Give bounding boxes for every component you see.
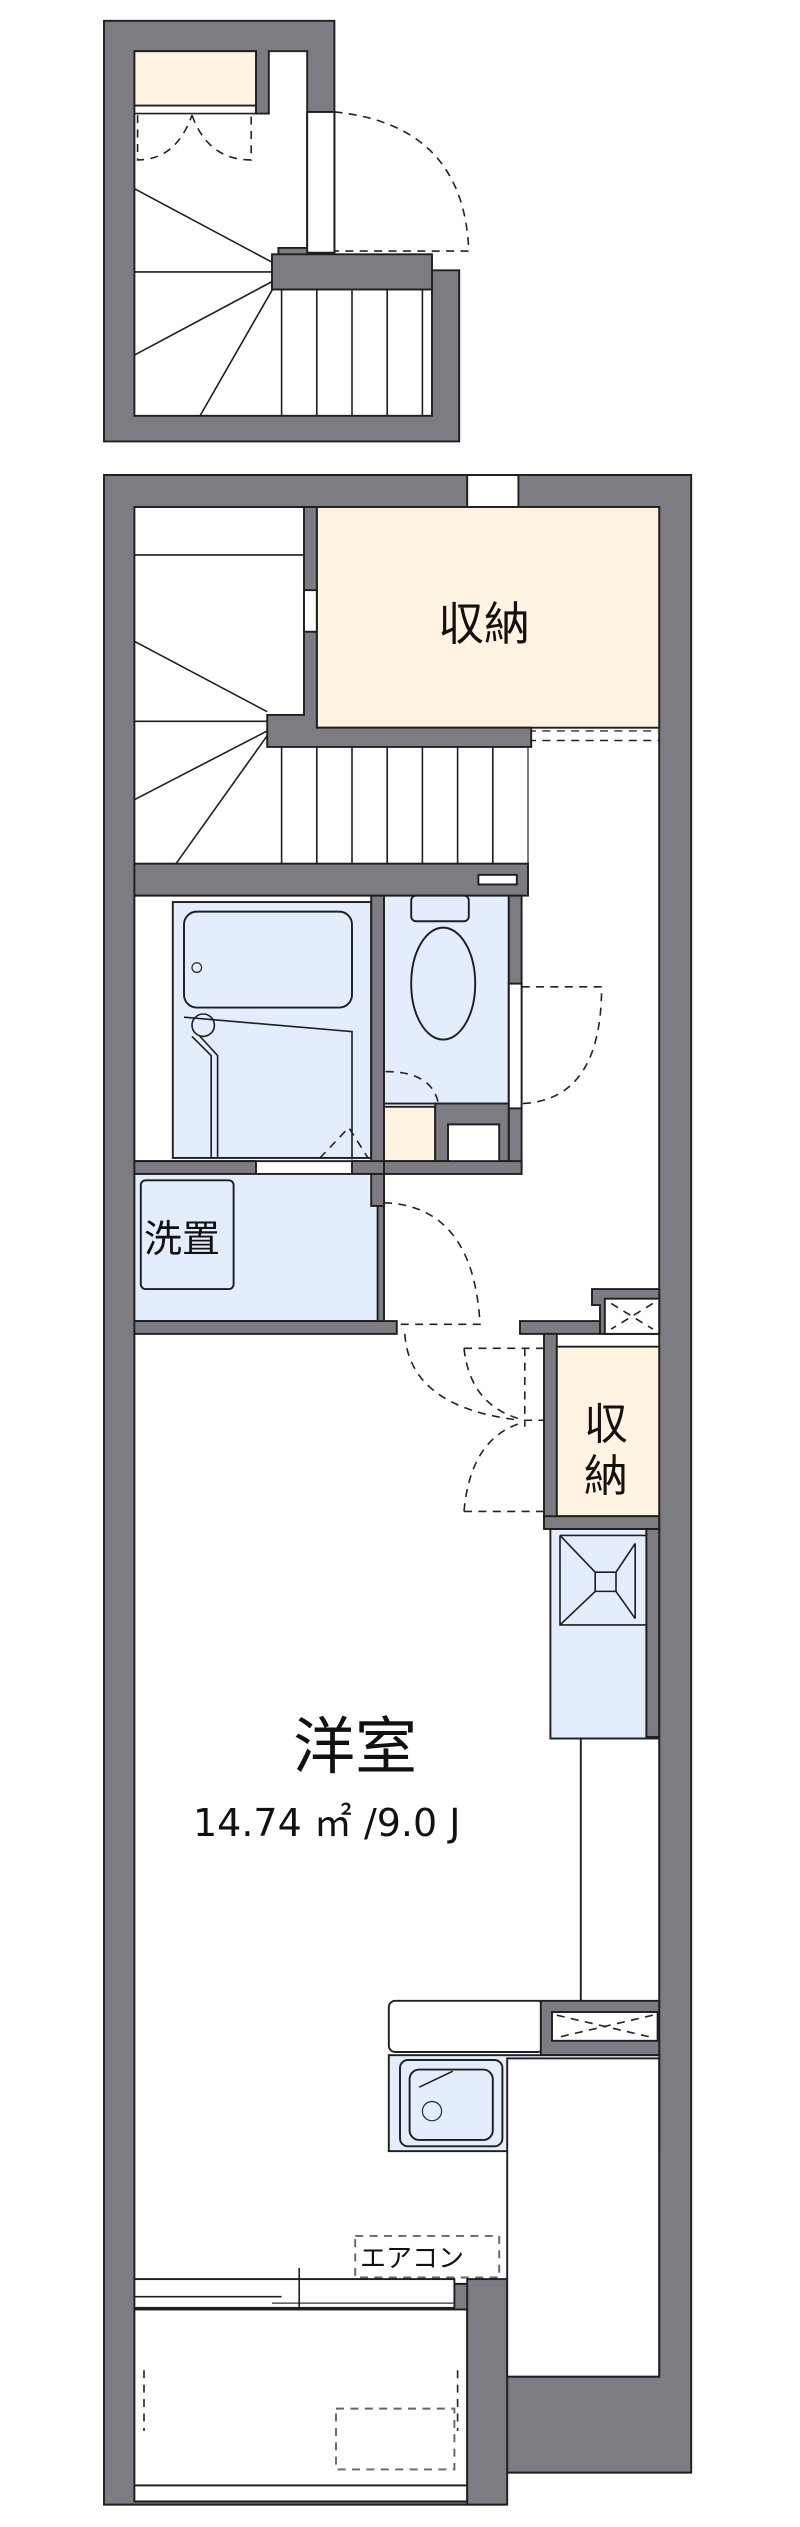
kitchen-vent: [551, 2011, 659, 2042]
outdoor-unit: [335, 2407, 456, 2471]
balcony: [133, 2308, 469, 2503]
kitchen-counter-top: [387, 1999, 545, 2053]
room-label-washroom: 洗置: [144, 1217, 221, 1261]
refrigerator-space: [549, 1528, 648, 1740]
room-label-closet-1: 収: [584, 1399, 628, 1450]
loft-door-swing: [334, 111, 470, 252]
loft-closet-door-swing: [136, 114, 252, 161]
main-stairs: [134, 554, 529, 865]
main-level: [103, 474, 693, 2506]
aircon-label: エアコン: [360, 2244, 465, 2274]
loft-storage-shelf: [133, 50, 257, 107]
room-label-storage-top: 収納: [438, 597, 530, 651]
toilet-bowl: [410, 926, 477, 1041]
room-label-closet-2: 納: [584, 1451, 628, 1502]
drain-pan: [559, 1534, 647, 1626]
closet: [555, 1345, 661, 1518]
loft-level: [103, 19, 470, 443]
top-window: [466, 474, 520, 508]
washroom-door-swing: [383, 1201, 481, 1326]
room-door-swing: [404, 1333, 521, 1422]
loft-stairs: [134, 188, 433, 417]
toilet-small-door: [385, 1070, 440, 1104]
storage-room-top: [315, 506, 661, 729]
aircon-unit: [354, 2234, 501, 2279]
partition-wall: [133, 1320, 398, 1335]
room-label-western: 洋室: [293, 1710, 418, 1783]
toilet-door-swing: [521, 986, 603, 1105]
washing-machine-pad: [139, 1179, 235, 1291]
room-area-western: 14.74 ㎡ /9.0 J: [193, 1801, 461, 1845]
vent-slot: [477, 873, 518, 886]
